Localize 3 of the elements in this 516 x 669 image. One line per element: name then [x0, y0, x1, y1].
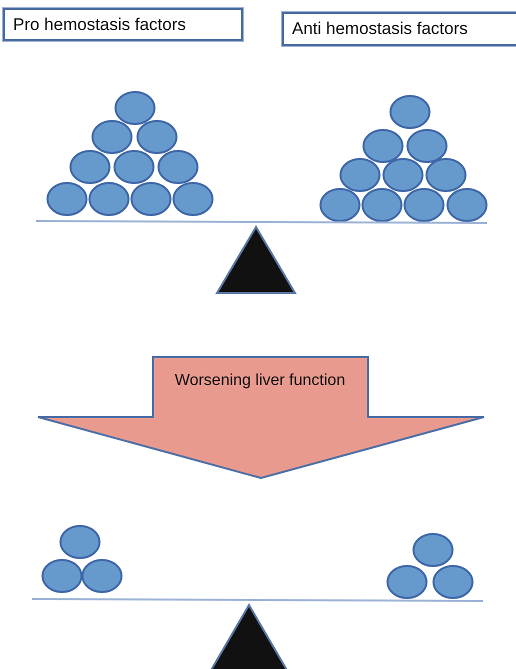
label-box: Anti hemostasis factors — [282, 12, 516, 46]
arrow-label: Worsening liver function — [174, 371, 346, 391]
label-box: Pro hemostasis factors — [3, 8, 243, 41]
